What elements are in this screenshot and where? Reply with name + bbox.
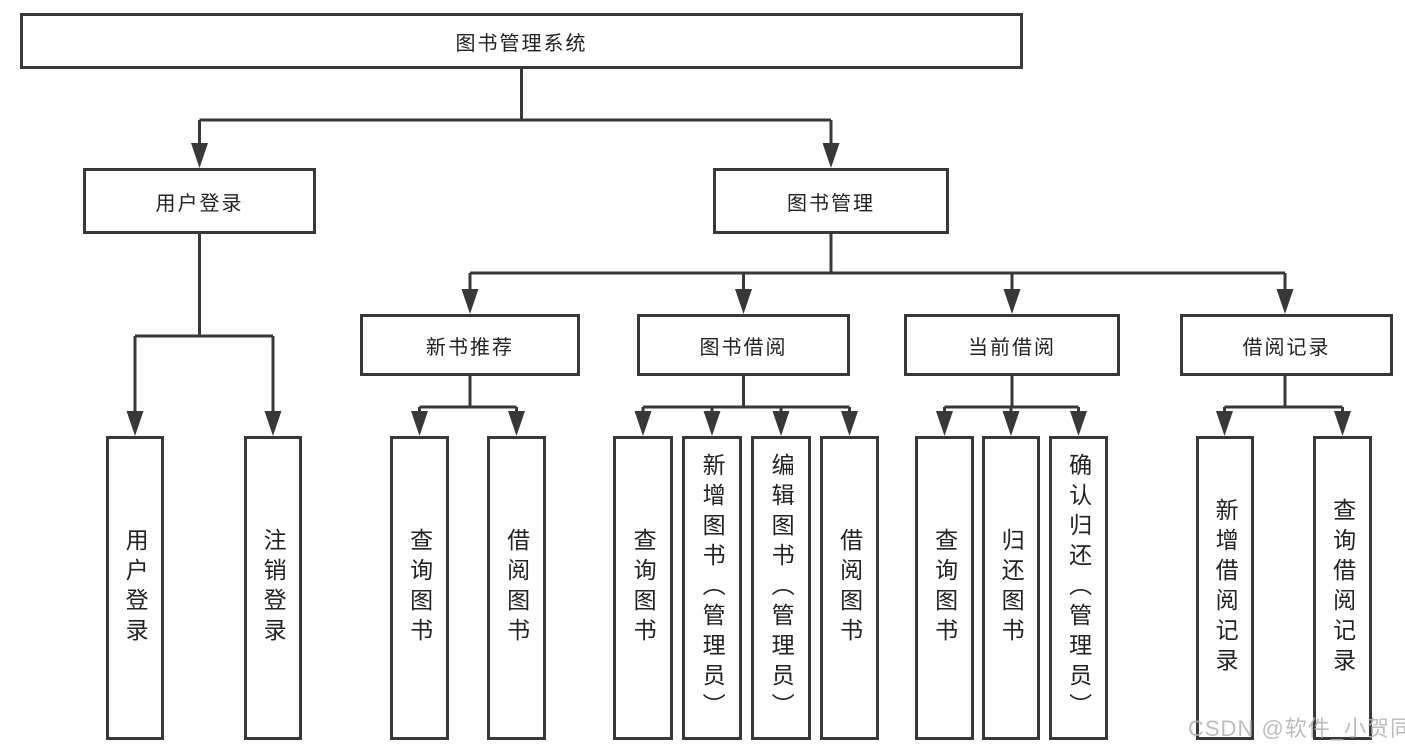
- edge-new-book-rec-to-leaves: [411, 376, 525, 436]
- node-borrow-records-label: 借阅记录: [1242, 336, 1331, 359]
- node-current-borrow: 当前借阅: [904, 314, 1120, 376]
- leaf-rec-query-books-label: 查询图书: [406, 528, 433, 648]
- leaf-confirm-return-admin-label: 确认归还（管理员）: [1065, 453, 1092, 723]
- leaf-borrow-books-label: 借阅图书: [836, 528, 863, 648]
- node-user-login-label: 用户登录: [155, 192, 244, 215]
- node-new-book-rec: 新书推荐: [360, 314, 580, 376]
- edge-borrow-records-to-leaves: [1216, 376, 1351, 436]
- leaf-borrow-query-books-label: 查询图书: [630, 528, 657, 648]
- edge-user-login-to-leaves: [126, 234, 282, 436]
- leaf-query-borrow-record: 查询借阅记录: [1313, 436, 1372, 740]
- leaf-add-books-admin: 新增图书（管理员）: [682, 436, 742, 740]
- leaf-return-books-label: 归还图书: [998, 528, 1025, 648]
- node-root-label: 图书管理系统: [455, 32, 588, 55]
- leaf-user-login-label: 用户登录: [122, 528, 149, 648]
- leaf-rec-borrow-books-label: 借阅图书: [503, 528, 530, 648]
- node-root: 图书管理系统: [20, 13, 1023, 69]
- leaf-return-books: 归还图书: [982, 436, 1040, 740]
- leaf-logout: 注销登录: [244, 436, 302, 740]
- leaf-rec-borrow-books: 借阅图书: [487, 436, 546, 740]
- leaf-add-books-admin-label: 新增图书（管理员）: [699, 453, 726, 723]
- node-book-mgmt: 图书管理: [713, 168, 949, 234]
- node-book-borrow: 图书借阅: [637, 314, 850, 376]
- leaf-logout-label: 注销登录: [260, 528, 287, 648]
- node-new-book-rec-label: 新书推荐: [426, 336, 514, 359]
- leaf-borrow-books: 借阅图书: [820, 436, 879, 740]
- leaf-current-query-books-label: 查询图书: [931, 528, 958, 648]
- node-book-borrow-label: 图书借阅: [699, 336, 788, 359]
- node-current-borrow-label: 当前借阅: [968, 336, 1056, 359]
- leaf-user-login: 用户登录: [106, 436, 164, 740]
- edge-book-borrow-to-leaves: [634, 376, 858, 436]
- edge-current-borrow-to-leaves: [936, 376, 1087, 436]
- node-book-mgmt-label: 图书管理: [787, 192, 875, 215]
- leaf-edit-books-admin-label: 编辑图书（管理员）: [768, 453, 795, 723]
- leaf-add-borrow-record: 新增借阅记录: [1196, 436, 1254, 740]
- edge-root-to-level2: [191, 69, 840, 168]
- leaf-current-query-books: 查询图书: [915, 436, 974, 740]
- leaf-rec-query-books: 查询图书: [390, 436, 449, 740]
- watermark: CSDN @软件_小贺同学: [1188, 716, 1405, 741]
- leaf-edit-books-admin: 编辑图书（管理员）: [751, 436, 811, 740]
- leaf-query-borrow-record-label: 查询借阅记录: [1329, 498, 1356, 678]
- edge-book-mgmt-to-level3: [461, 234, 1294, 314]
- leaf-confirm-return-admin: 确认归还（管理员）: [1049, 436, 1108, 740]
- leaf-add-borrow-record-label: 新增借阅记录: [1212, 498, 1239, 678]
- node-borrow-records: 借阅记录: [1180, 314, 1393, 376]
- leaf-borrow-query-books: 查询图书: [613, 436, 673, 740]
- node-user-login: 用户登录: [83, 168, 316, 234]
